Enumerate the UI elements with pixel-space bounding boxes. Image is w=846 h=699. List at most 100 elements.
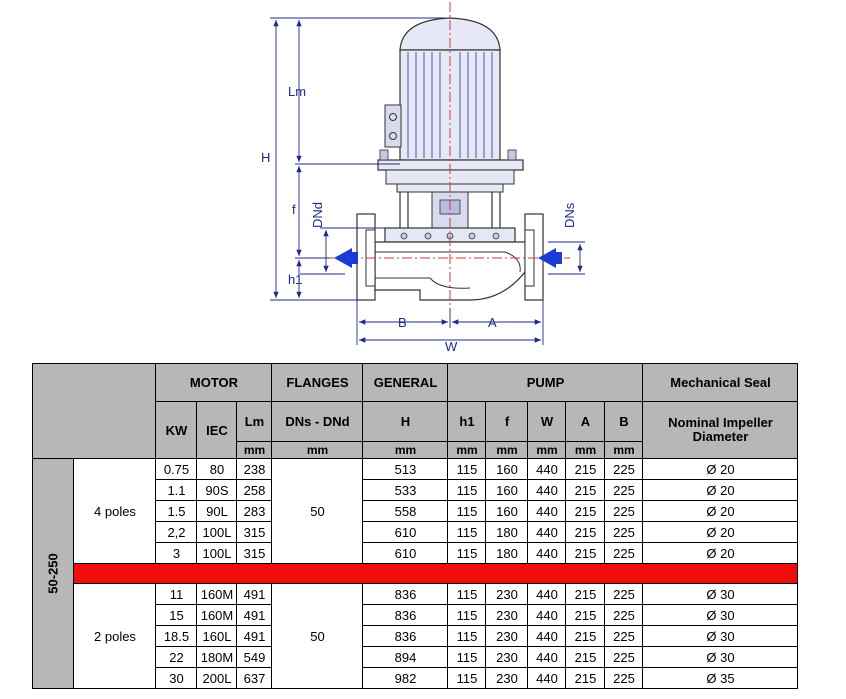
header-lm: Lm [236,401,273,442]
cell-h1: 115 [447,604,487,626]
cell-iec: 160M [196,583,238,605]
unit-cell: mm [271,441,364,459]
dim-label-h1: h1 [288,272,302,287]
header-impeller-diameter: Nominal Impeller Diameter [642,401,799,459]
cell-iec: 80 [196,458,238,480]
cell-iec: 90S [196,479,238,501]
cell-b: 225 [604,521,644,543]
cell-b: 225 [604,583,644,605]
dim-label-h: H [261,150,270,165]
cell-a: 215 [565,458,606,480]
header-pump: PUMP [447,363,644,402]
header-mechanical-seal: Mechanical Seal [642,363,799,402]
cell-b: 225 [604,479,644,501]
group-separator [33,563,799,584]
cell-h: 513 [362,458,449,480]
cell-lm: 549 [236,646,273,668]
table-row: 3 100L 315 610 115 180 440 215 225 Ø 20 [33,542,799,564]
unit-cell: mm [485,441,529,459]
cell-f: 230 [485,667,529,689]
cell-lm: 238 [236,458,273,480]
cell-seal: Ø 30 [642,625,799,647]
cell-h1: 115 [447,583,487,605]
cell-lm: 491 [236,604,273,626]
cell-seal: Ø 20 [642,479,799,501]
cell-seal: Ø 20 [642,542,799,564]
header-flanges: FLANGES [271,363,364,402]
unit-cell: mm [604,441,644,459]
cell-w: 440 [527,458,567,480]
poles-label: 2 poles [73,583,157,689]
cell-f: 180 [485,521,529,543]
cell-f: 230 [485,583,529,605]
cell-w: 440 [527,604,567,626]
cell-lm: 258 [236,479,273,501]
cell-a: 215 [565,479,606,501]
cell-h: 558 [362,500,449,522]
table-corner-cell [31,363,157,459]
cell-iec: 100L [196,521,238,543]
cell-f: 230 [485,604,529,626]
cell-h1: 115 [447,667,487,689]
unit-cell: mm [565,441,606,459]
cell-seal: Ø 30 [642,604,799,626]
cell-f: 160 [485,458,529,480]
cell-seal: Ø 30 [642,583,799,605]
cell-w: 440 [527,521,567,543]
cell-h: 894 [362,646,449,668]
cell-f: 230 [485,646,529,668]
cell-lm: 315 [236,521,273,543]
unit-cell: mm [447,441,487,459]
dim-label-w: W [445,339,458,352]
dim-label-dnd: DNd [310,202,325,228]
cell-h1: 115 [447,458,487,480]
dim-label-lm: Lm [288,84,306,99]
cell-kw: 1.5 [155,500,198,522]
cell-h: 533 [362,479,449,501]
cell-a: 215 [565,583,606,605]
cell-kw: 3 [155,542,198,564]
cell-h1: 115 [447,646,487,668]
cell-h: 836 [362,604,449,626]
cell-b: 225 [604,542,644,564]
cell-w: 440 [527,667,567,689]
unit-cell: mm [527,441,567,459]
cell-b: 225 [604,500,644,522]
cell-kw: 22 [155,646,198,668]
cell-h1: 115 [447,479,487,501]
model-cell: 50-250 [31,458,75,689]
pump-dimension-drawing: Lm H f h1 DNd DNs B A W [261,2,585,352]
cell-w: 440 [527,646,567,668]
header-dns-dnd: DNs - DNd [271,401,364,442]
cell-kw: 15 [155,604,198,626]
poles-label: 4 poles [73,458,157,564]
dim-label-f: f [292,202,296,217]
unit-cell: mm [236,441,273,459]
cell-seal: Ø 30 [642,646,799,668]
cell-h1: 115 [447,542,487,564]
cell-lm: 283 [236,500,273,522]
cell-h1: 115 [447,500,487,522]
table-row: 2 poles 11 160M 491 50 836 115 230 440 2… [33,583,799,689]
unit-cell: mm [362,441,449,459]
table-row: 2,2 100L 315 610 115 180 440 215 225 Ø 2… [33,521,799,543]
cell-a: 215 [565,500,606,522]
cell-b: 225 [604,625,644,647]
dim-label-dns: DNs [562,202,577,228]
cell-flange: 50 [271,458,364,564]
cell-kw: 1.1 [155,479,198,501]
cell-f: 180 [485,542,529,564]
header-w: W [527,401,567,442]
header-f: f [485,401,529,442]
cell-iec: 180M [196,646,238,668]
table-row: 50-250 4 poles 0.75 80 238 50 513 115 16… [31,458,799,689]
cell-w: 440 [527,625,567,647]
cell-h: 610 [362,542,449,564]
cell-a: 215 [565,625,606,647]
cell-w: 440 [527,500,567,522]
header-a: A [565,401,606,442]
cell-iec: 90L [196,500,238,522]
cell-kw: 11 [155,583,198,605]
cell-f: 230 [485,625,529,647]
dimension-table: MOTOR FLANGES GENERAL PUMP Mechanical Se… [31,363,799,689]
